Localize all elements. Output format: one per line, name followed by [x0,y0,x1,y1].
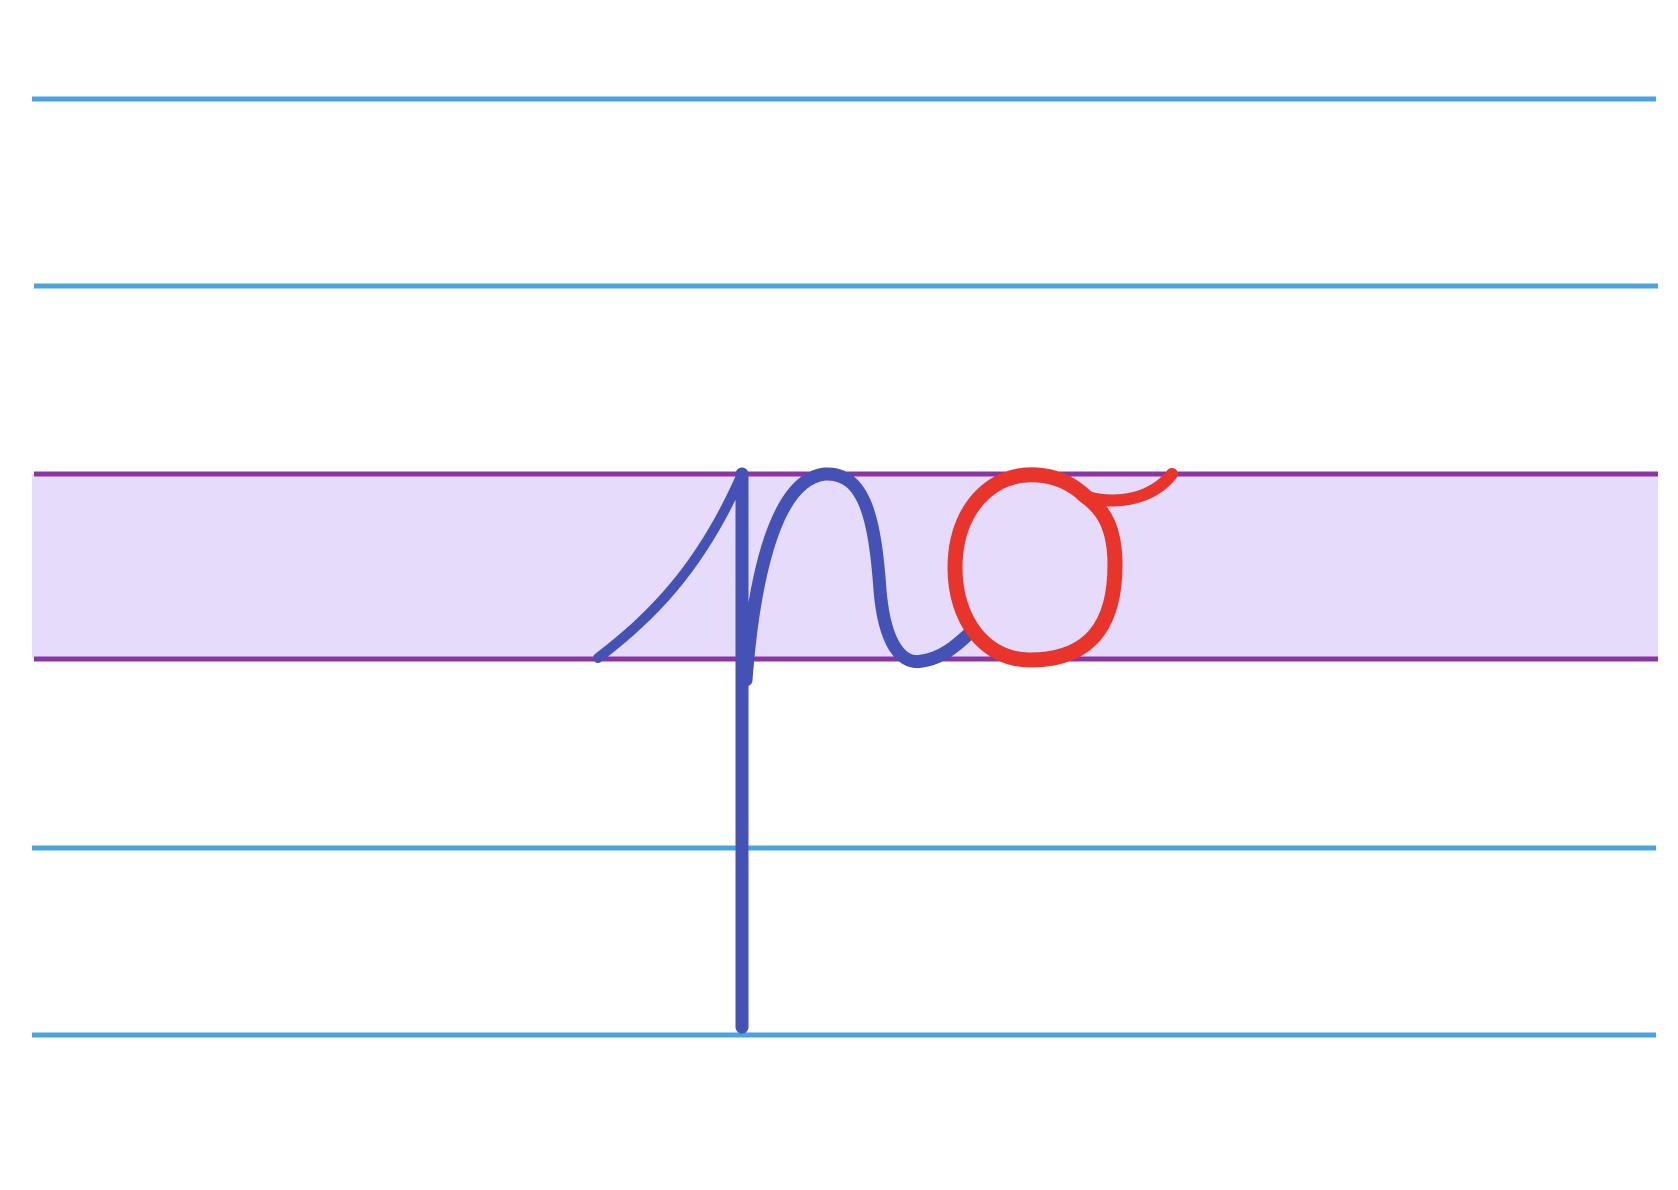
letter-p-strokes [593,467,979,1034]
x-height-band [32,474,1658,658]
letter-o-strokes [947,467,1178,668]
p-bowl-stroke [739,467,979,687]
o-exit-stroke [1079,468,1178,507]
o-oval-stroke [947,467,1123,668]
p-entry-stroke [593,469,747,663]
